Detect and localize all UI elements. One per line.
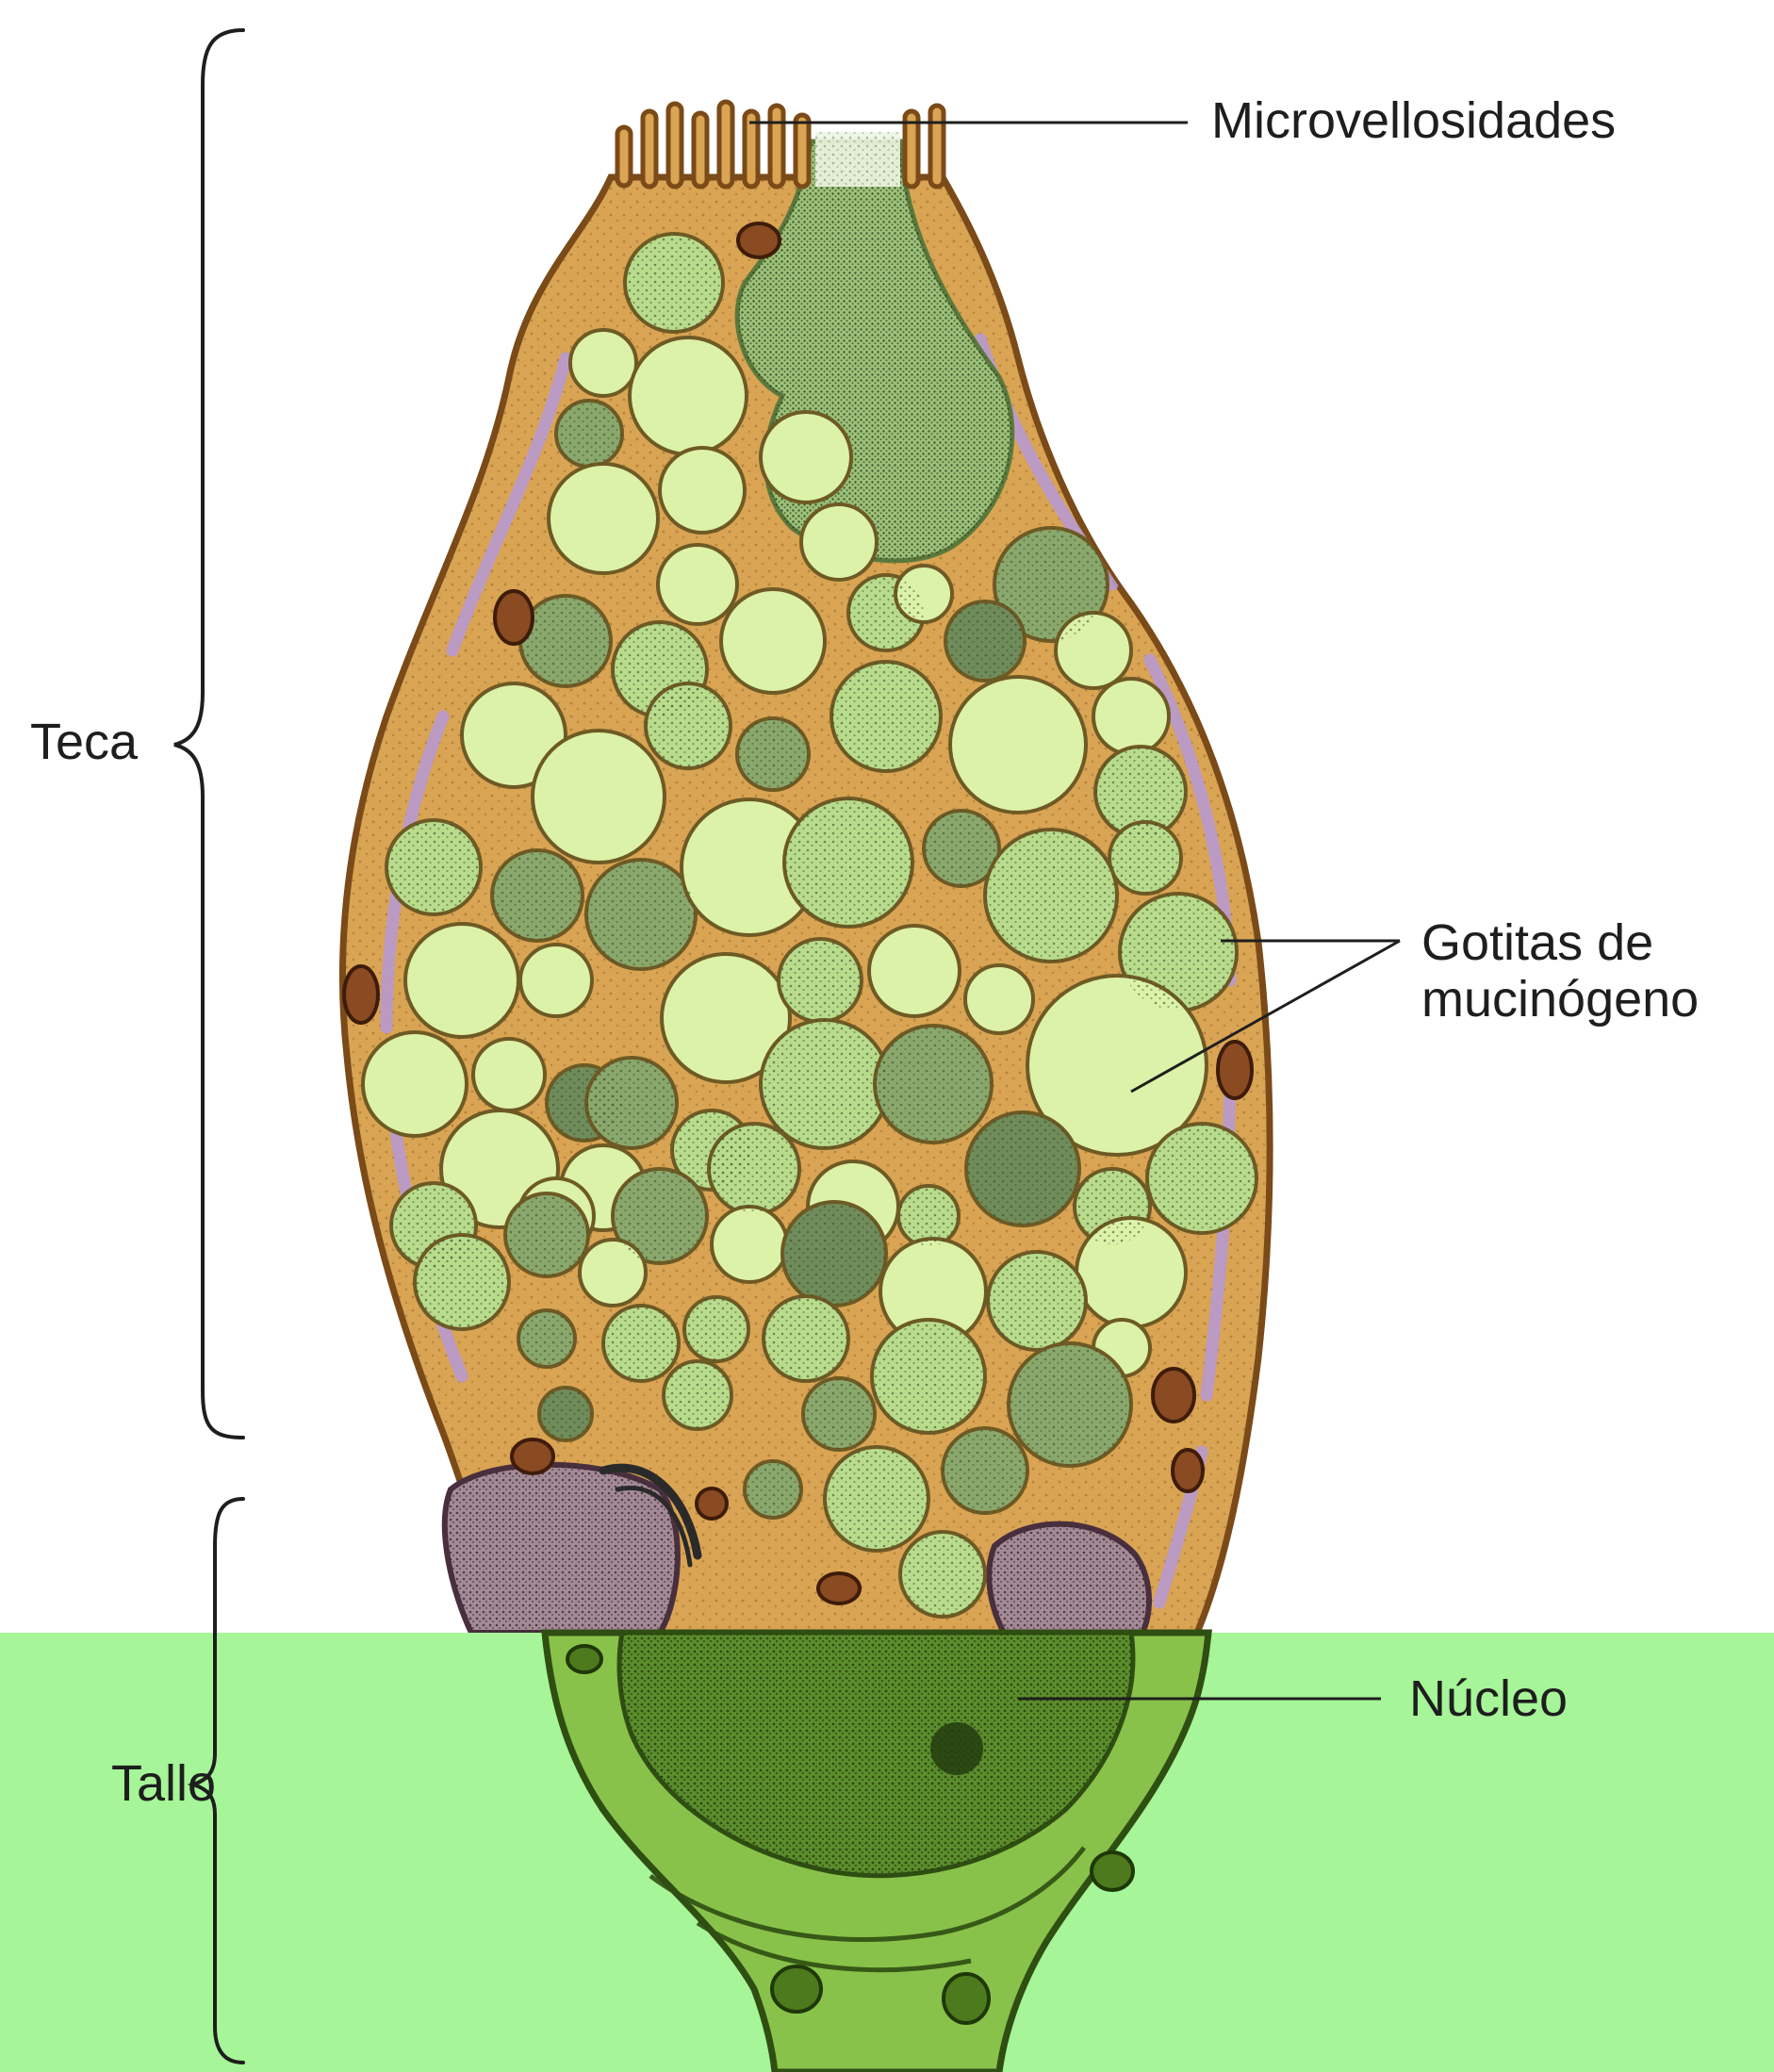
droplet: [473, 1039, 545, 1110]
droplet: [533, 731, 665, 863]
microvilli-label: Microvellosidades: [1211, 92, 1616, 149]
droplet: [570, 330, 636, 396]
droplet: [363, 1032, 467, 1136]
theca-label: Teca: [30, 714, 138, 770]
theca-cell-body: [342, 102, 1270, 1633]
nucleolus: [930, 1722, 983, 1775]
mitochondrion: [1173, 1450, 1203, 1491]
mitochondrion: [697, 1488, 727, 1519]
droplet: [630, 337, 747, 454]
droplet: [660, 448, 745, 533]
droplet: [721, 589, 825, 693]
droplet: [405, 924, 518, 1037]
droplet: [950, 677, 1086, 813]
nucleus-label: Núcleo: [1409, 1670, 1568, 1727]
droplet: [801, 504, 877, 580]
mitochondrion: [495, 591, 533, 644]
mitochondrion: [344, 966, 378, 1023]
droplet: [549, 464, 658, 573]
mitochondrion: [1218, 1042, 1252, 1098]
mucinogen-droplets-label-line2: mucinógeno: [1421, 971, 1699, 1028]
mitochondrion: [1153, 1369, 1194, 1422]
mitochondrion: [512, 1439, 553, 1473]
droplet: [712, 1207, 787, 1282]
droplet: [761, 412, 851, 502]
mitochondrion: [738, 223, 780, 257]
droplet: [520, 945, 592, 1016]
mucinogen-droplets-label-line1: Gotitas de: [1421, 914, 1699, 971]
theca-brace: [174, 30, 243, 1438]
droplet: [965, 965, 1033, 1033]
droplet: [869, 926, 960, 1016]
mucinogen-droplets-label: Gotitas de mucinógeno: [1421, 914, 1699, 1028]
droplet: [1093, 679, 1169, 754]
stem-label: Tallo: [111, 1755, 216, 1812]
mitochondrion: [818, 1573, 860, 1603]
droplet: [658, 545, 737, 624]
